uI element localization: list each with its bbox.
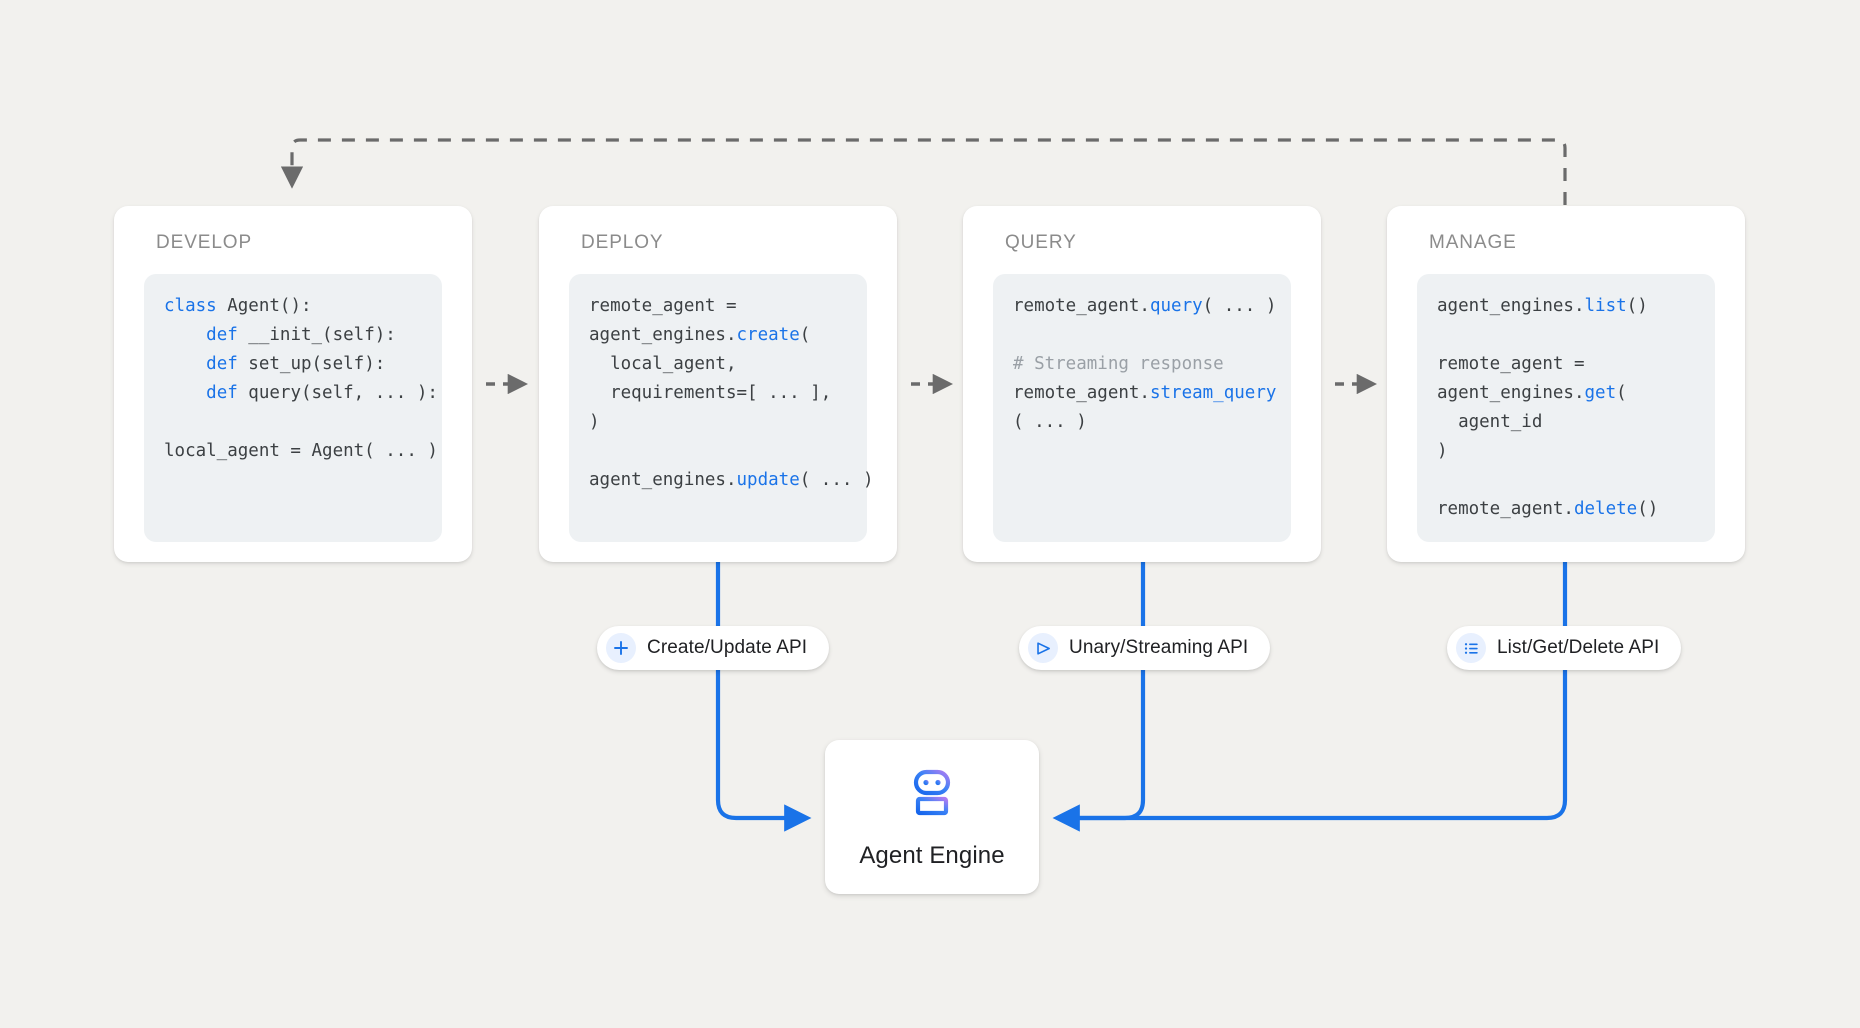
code-token bbox=[164, 354, 206, 374]
stage-title-query: QUERY bbox=[1005, 232, 1077, 253]
code-line bbox=[1013, 321, 1273, 350]
code-token: query bbox=[1149, 296, 1203, 316]
stage-card-develop[interactable]: DEVELOP class Agent(): def __init_(self)… bbox=[114, 206, 472, 562]
code-token: ( bbox=[1616, 383, 1627, 403]
code-token: # Streaming response bbox=[1013, 354, 1224, 374]
code-line: agent_engines.get( bbox=[1437, 379, 1697, 408]
code-token: ) bbox=[589, 412, 600, 432]
code-line: ( ... ) bbox=[1013, 408, 1273, 437]
code-token: remote_agent. bbox=[1013, 296, 1150, 316]
code-token: local_agent, bbox=[589, 354, 737, 374]
stage-card-deploy[interactable]: DEPLOY remote_agent =agent_engines.creat… bbox=[539, 206, 897, 562]
code-token: create bbox=[736, 325, 800, 345]
code-token: set_up(self): bbox=[237, 354, 386, 374]
code-line: local_agent, bbox=[589, 350, 849, 379]
code-token: stream_query bbox=[1149, 383, 1277, 403]
code-block-query: remote_agent.query( ... ) # Streaming re… bbox=[993, 274, 1291, 542]
code-line: def set_up(self): bbox=[164, 350, 424, 379]
code-line: remote_agent.stream_query bbox=[1013, 379, 1277, 408]
code-line: # Streaming response bbox=[1013, 350, 1273, 379]
send-icon bbox=[1028, 633, 1058, 663]
code-line bbox=[1437, 321, 1697, 350]
stage-card-query[interactable]: QUERY remote_agent.query( ... ) # Stream… bbox=[963, 206, 1321, 562]
agent-engine-label: Agent Engine bbox=[859, 841, 1005, 869]
code-line: requirements=[ ... ], bbox=[589, 379, 849, 408]
plus-icon bbox=[606, 633, 636, 663]
api-pill-label: List/Get/Delete API bbox=[1497, 637, 1660, 658]
code-line: def __init_(self): bbox=[164, 321, 424, 350]
code-line: agent_engines.create( bbox=[589, 321, 849, 350]
code-token: local_agent = Agent( ... ) bbox=[164, 441, 438, 461]
stage-title-manage: MANAGE bbox=[1429, 232, 1517, 253]
code-token: remote_agent. bbox=[1437, 499, 1574, 519]
code-token: update bbox=[736, 470, 800, 490]
code-token: def bbox=[206, 354, 238, 374]
agent-engine-node[interactable]: Agent Engine bbox=[825, 740, 1039, 894]
code-token: get bbox=[1584, 383, 1617, 403]
code-line: agent_engines.update( ... ) bbox=[589, 466, 874, 495]
code-token: ( ... ) bbox=[799, 470, 874, 490]
code-token: () bbox=[1626, 296, 1648, 316]
code-token: ( ... ) bbox=[1202, 296, 1277, 316]
code-line bbox=[589, 437, 849, 466]
stage-title-deploy: DEPLOY bbox=[581, 232, 664, 253]
api-pill-label: Create/Update API bbox=[647, 637, 808, 658]
code-token: class bbox=[164, 296, 217, 316]
code-token: ( bbox=[799, 325, 811, 345]
code-token: requirements=[ ... ], bbox=[589, 383, 832, 403]
api-pill-unary-streaming[interactable]: Unary/Streaming API bbox=[1019, 626, 1271, 670]
code-token: ) bbox=[1437, 441, 1448, 461]
wire-query-to-agent-engine bbox=[1052, 562, 1146, 832]
code-line: remote_agent.delete() bbox=[1437, 495, 1697, 524]
code-line: ) bbox=[1437, 437, 1697, 466]
code-token: def bbox=[206, 325, 238, 345]
code-line: agent_id bbox=[1437, 408, 1697, 437]
code-line: class Agent(): bbox=[164, 292, 424, 321]
code-line: def query(self, ... ): bbox=[164, 379, 438, 408]
code-token: agent_engines. bbox=[1437, 296, 1585, 316]
code-token: remote_agent = bbox=[589, 296, 737, 316]
code-token: def bbox=[206, 383, 238, 403]
code-token: remote_agent = bbox=[1437, 354, 1585, 374]
api-pill-create-update[interactable]: Create/Update API bbox=[597, 626, 830, 670]
code-token: remote_agent. bbox=[1013, 383, 1150, 403]
code-token: agent_engines. bbox=[1437, 383, 1585, 403]
code-token: () bbox=[1637, 499, 1659, 519]
code-token: __init_(self): bbox=[237, 325, 396, 345]
code-token: Agent(): bbox=[216, 296, 312, 316]
code-line: remote_agent = bbox=[1437, 350, 1697, 379]
code-token: agent_engines. bbox=[589, 470, 737, 490]
api-pill-label: Unary/Streaming API bbox=[1069, 637, 1249, 658]
list-icon bbox=[1456, 633, 1486, 663]
code-line: agent_engines.list() bbox=[1437, 292, 1697, 321]
api-pill-list-get-delete[interactable]: List/Get/Delete API bbox=[1447, 626, 1682, 670]
code-token: delete bbox=[1573, 499, 1638, 519]
code-line: local_agent = Agent( ... ) bbox=[164, 437, 438, 466]
code-token bbox=[164, 325, 206, 345]
code-token: agent_id bbox=[1437, 412, 1543, 432]
wire-manage-to-agent-engine bbox=[1060, 562, 1568, 821]
stage-title-develop: DEVELOP bbox=[156, 232, 253, 253]
code-token: agent_engines. bbox=[589, 325, 737, 345]
stage-card-manage[interactable]: MANAGE agent_engines.list() remote_agent… bbox=[1387, 206, 1745, 562]
code-token: list bbox=[1584, 296, 1627, 316]
wire-deploy-to-agent-engine bbox=[715, 562, 812, 832]
code-block-manage: agent_engines.list() remote_agent =agent… bbox=[1417, 274, 1715, 542]
code-line: remote_agent = bbox=[589, 292, 849, 321]
feedback-dashed-arrow bbox=[280, 138, 1567, 205]
code-token: ( ... ) bbox=[1013, 412, 1087, 432]
code-line bbox=[164, 408, 424, 437]
code-token: query(self, ... ): bbox=[237, 383, 438, 403]
code-block-develop: class Agent(): def __init_(self): def se… bbox=[144, 274, 442, 542]
code-token bbox=[164, 383, 206, 403]
code-line bbox=[1437, 466, 1697, 495]
code-line: ) bbox=[589, 408, 849, 437]
code-line: remote_agent.query( ... ) bbox=[1013, 292, 1276, 321]
code-block-deploy: remote_agent =agent_engines.create( loca… bbox=[569, 274, 874, 542]
robot-icon bbox=[903, 765, 961, 828]
